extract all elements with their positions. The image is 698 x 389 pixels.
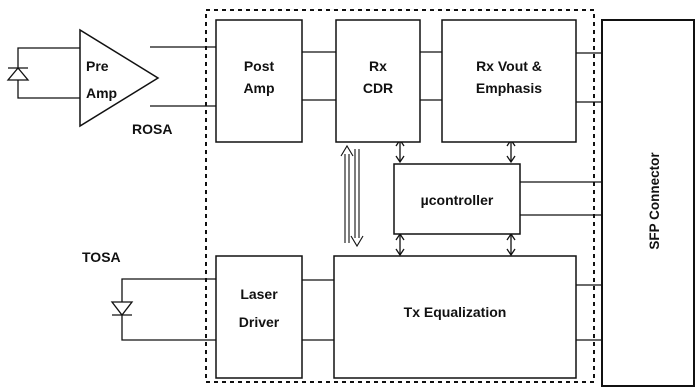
rx-vout-emphasis-label: Rx Vout & [476,58,542,74]
double-arrow-icon [340,144,364,248]
rx-vout-emphasis-block: Rx Vout & Emphasis [441,19,577,143]
tx-equalization-label: Tx Equalization [404,304,507,320]
laser-driver-label: Driver [239,314,280,330]
microcontroller-block: µcontroller [393,163,521,235]
laser-driver-label: Laser [240,286,278,302]
post-amp-label: Amp [243,80,274,96]
sfp-connector-label: SFP Connector [647,152,662,250]
post-amp-block: Post Amp [215,19,303,143]
rx-cdr-block: Rx CDR [335,19,421,143]
photodiode-icon [6,66,30,81]
laser-driver-block: Laser Driver [215,255,303,379]
post-amp-label: Post [244,58,275,74]
rx-cdr-label: Rx [369,58,387,74]
pre-amp-label: Pre [86,58,109,74]
rosa-label: ROSA [132,121,172,137]
laser-diode-icon [110,301,134,317]
sfp-connector-block: SFP Connector [601,19,695,387]
rx-vout-emphasis-label: Emphasis [476,80,542,96]
microcontroller-label: µcontroller [421,192,494,208]
tx-equalization-block: Tx Equalization [333,255,577,379]
tosa-label: TOSA [82,249,121,265]
pre-amp: Pre Amp [79,28,160,128]
module-boundary [205,9,595,383]
pre-amp-label: Amp [86,85,117,101]
rx-cdr-label: CDR [363,80,393,96]
